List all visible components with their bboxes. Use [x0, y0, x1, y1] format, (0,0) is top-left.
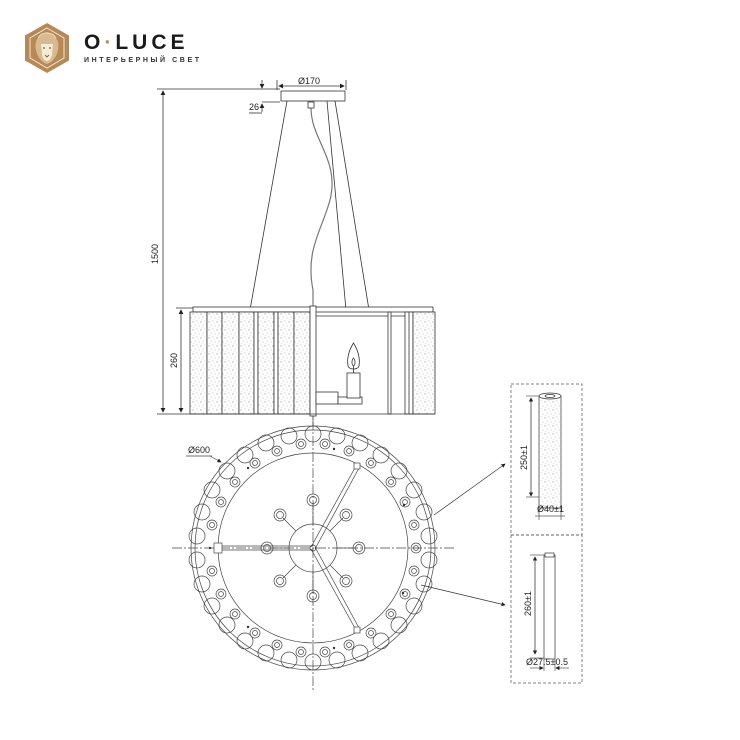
brand-logo: O·LUCE ИНТЕРЬЕРНЫЙ СВЕТ	[24, 22, 202, 74]
dim-shade-height: 260	[169, 353, 179, 368]
dim-rod-diameter: Ø27.5±0.5	[526, 657, 568, 667]
dim-canopy-diameter: Ø170	[298, 76, 320, 86]
dim-total-height: 1500	[150, 244, 160, 264]
canopy	[280, 90, 346, 102]
lion-hexagon-icon	[25, 23, 69, 73]
detail-rod	[510, 534, 583, 684]
dim-crystal-length: 250±1	[519, 445, 529, 470]
dim-rod-length: 260±1	[523, 591, 533, 616]
top-view	[172, 420, 455, 690]
brand-tagline: ИНТЕРЬЕРНЫЙ СВЕТ	[84, 57, 202, 64]
side-view	[157, 80, 436, 428]
dim-canopy-height: 26	[249, 102, 259, 112]
dim-crystal-diameter: Ø40±1	[537, 504, 564, 514]
brand-name: O·LUCE	[84, 31, 189, 54]
dim-top-diameter: Ø600	[188, 445, 210, 455]
